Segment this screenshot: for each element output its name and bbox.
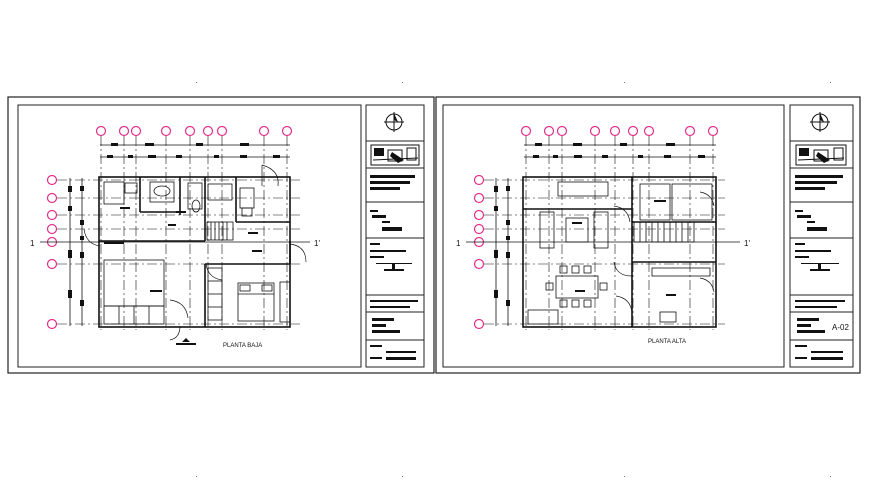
title-block-notes bbox=[795, 175, 845, 360]
north-arrow-icon bbox=[810, 112, 830, 132]
floor-plan-walls bbox=[522, 176, 717, 328]
sheet-border bbox=[435, 96, 861, 374]
title-block: A-02 bbox=[789, 104, 854, 368]
location-map-icon bbox=[370, 144, 420, 166]
drawing-area-frame bbox=[17, 104, 362, 368]
sheet-code: A-02 bbox=[832, 323, 849, 332]
sheet-corner-marks bbox=[196, 82, 831, 477]
section-label-end: 1' bbox=[314, 239, 320, 248]
grid-lines bbox=[484, 136, 725, 330]
room-tags bbox=[572, 200, 676, 296]
grid-bubbles-left bbox=[46, 174, 58, 330]
section-label-start: 1 bbox=[30, 239, 35, 248]
grid-bubbles-left bbox=[473, 174, 485, 330]
room-tags bbox=[104, 207, 262, 345]
title-block bbox=[365, 104, 425, 368]
dimension-ticks bbox=[494, 143, 705, 306]
door-swings bbox=[613, 191, 715, 313]
title-block-notes bbox=[370, 175, 418, 360]
sheet-left: 1 1' bbox=[7, 96, 435, 374]
grid-bubbles-top bbox=[95, 125, 293, 137]
floor-plan-fixtures bbox=[527, 181, 713, 325]
floor-plan-fixtures bbox=[103, 181, 291, 325]
dimension-lines bbox=[69, 144, 290, 326]
plan-title: PLANTA ALTA bbox=[648, 339, 686, 345]
drawing-area-frame bbox=[442, 104, 785, 368]
door-swings bbox=[83, 164, 307, 341]
location-map-icon bbox=[795, 144, 847, 166]
section-label-start: 1 bbox=[456, 239, 461, 248]
grid-bubbles-top bbox=[520, 125, 719, 137]
grid-lines bbox=[57, 136, 300, 330]
floor-plan-walls bbox=[98, 176, 291, 328]
section-label-end: 1' bbox=[744, 239, 750, 248]
plan-title: PLANTA BAJA bbox=[223, 343, 262, 349]
dimension-ticks bbox=[68, 143, 280, 306]
sheet-border bbox=[7, 96, 435, 374]
north-arrow-icon bbox=[384, 112, 404, 132]
sheet-right: A-02 bbox=[435, 96, 861, 374]
dimension-lines bbox=[495, 144, 716, 326]
